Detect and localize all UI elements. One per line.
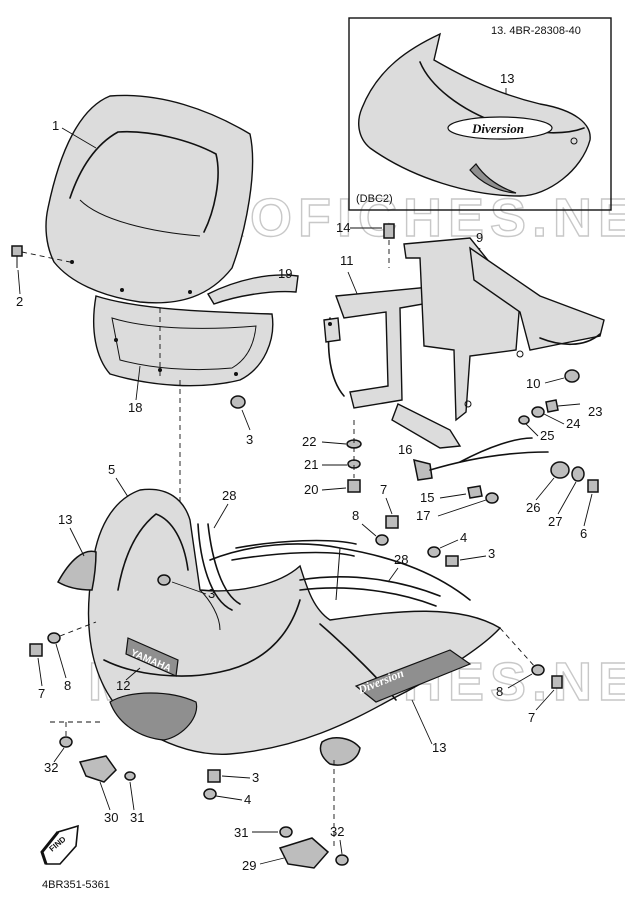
callout-19: 19	[278, 266, 292, 281]
footer-code: 4BR351-5361	[42, 879, 110, 891]
callout-10: 10	[526, 376, 540, 391]
collar-32-left	[59, 736, 73, 748]
bolt-2	[11, 245, 23, 268]
trim-strip-19	[207, 274, 299, 305]
bracket-30	[78, 755, 117, 783]
grommet-3-inner	[157, 574, 171, 586]
inset-decal-text: Diversion	[471, 121, 524, 136]
callout-26: 26	[526, 500, 540, 515]
callout-30: 30	[104, 810, 118, 825]
screw-3-lower	[207, 769, 221, 783]
headlight-opening	[109, 692, 198, 741]
grommet-4-right	[427, 546, 441, 558]
callout-7-right: 7	[528, 710, 535, 725]
screw-7-mid	[385, 515, 399, 529]
callout-14: 14	[336, 220, 350, 235]
callout-18: 18	[128, 400, 142, 415]
callout-13-lower: 13	[432, 740, 446, 755]
callout-24: 24	[566, 416, 580, 431]
callout-23: 23	[588, 404, 602, 419]
callout-28-upper: 28	[222, 488, 236, 503]
callout-32-left: 32	[44, 760, 58, 775]
callout-3-lower: 3	[252, 770, 259, 785]
callout-4-lower: 4	[244, 792, 251, 807]
callout-8-right: 8	[496, 684, 503, 699]
inner-panel-18	[93, 295, 274, 387]
callout-15: 15	[420, 490, 434, 505]
duct-outlet	[319, 736, 361, 766]
callout-3-right: 3	[488, 546, 495, 561]
inset-callout-13: 13	[500, 71, 514, 86]
screw-3-right	[445, 555, 459, 567]
callout-17: 17	[416, 508, 430, 523]
callout-6: 6	[580, 526, 587, 541]
callout-11: 11	[340, 253, 354, 268]
callout-3-upper: 3	[246, 432, 253, 447]
upper-cowling	[87, 488, 502, 755]
inset-part-ref: 13. 4BR-28308-40	[491, 25, 581, 37]
callout-2: 2	[16, 294, 23, 309]
callout-7-mid: 7	[380, 482, 387, 497]
duct-28-left	[197, 523, 233, 611]
callout-31-left: 31	[130, 810, 144, 825]
callout-25: 25	[540, 428, 554, 443]
bolt-23	[545, 399, 559, 413]
damper-26	[550, 461, 570, 479]
grommet-8-right	[531, 664, 545, 676]
callout-21: 21	[304, 457, 318, 472]
callout-29: 29	[242, 858, 256, 873]
callout-3-inner: 3	[208, 586, 215, 601]
callout-7-left: 7	[38, 686, 45, 701]
collar-27	[571, 466, 585, 482]
washer-17	[485, 492, 499, 504]
bolt-15	[467, 485, 483, 499]
bolt-20	[347, 479, 361, 493]
screw-7-right	[551, 675, 563, 689]
collar-32-lower	[335, 854, 349, 866]
washer-24	[531, 406, 545, 418]
bracket-29	[278, 837, 330, 869]
clip-16	[413, 458, 433, 481]
inset-panel-vent	[469, 163, 517, 194]
callout-31-lower: 31	[234, 825, 248, 840]
inset-panel-hole	[570, 137, 578, 145]
stay-rod	[429, 451, 549, 471]
callout-4-right: 4	[460, 530, 467, 545]
grommet-8-left	[47, 632, 61, 644]
inset-decal-oval	[447, 116, 553, 140]
grommet-4-lower	[203, 788, 217, 800]
callout-1: 1	[52, 118, 59, 133]
inset-side-panel	[358, 32, 591, 197]
callout-16: 16	[398, 442, 412, 457]
grommet-3-upper	[230, 395, 246, 409]
callout-32-lower: 32	[330, 824, 344, 839]
nut-31-left	[124, 771, 136, 781]
nut-10	[564, 369, 580, 383]
callout-28-right: 28	[394, 552, 408, 567]
side-panel-13-left	[56, 550, 97, 591]
collar-25	[518, 415, 530, 425]
callout-5: 5	[108, 462, 115, 477]
callout-8-mid: 8	[352, 508, 359, 523]
callout-8-left: 8	[64, 678, 71, 693]
find-arrow: FIND	[40, 824, 79, 865]
nut-31-lower	[279, 826, 293, 838]
callout-13-left: 13	[58, 512, 72, 527]
callout-27: 27	[548, 514, 562, 529]
callout-22: 22	[302, 434, 316, 449]
callout-12: 12	[116, 678, 130, 693]
inset-variant: (DBC2)	[356, 193, 393, 205]
fairing-stay	[323, 237, 605, 449]
windscreen	[45, 94, 254, 304]
bolt-14	[383, 223, 395, 239]
duct-28-right	[299, 576, 441, 597]
screw-7-left	[29, 643, 43, 657]
callout-20: 20	[304, 482, 318, 497]
nut-6	[587, 479, 599, 493]
callout-9: 9	[476, 230, 483, 245]
grommet-8-mid	[375, 534, 389, 546]
inset-panel: 13. 4BR-28308-40 (DBC2) 13 Diversion	[348, 17, 612, 211]
